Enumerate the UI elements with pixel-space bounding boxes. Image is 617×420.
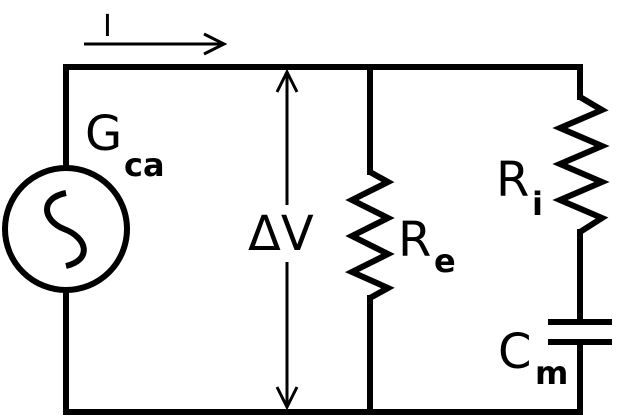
- capacitor-cm-icon: [548, 319, 612, 345]
- resistor-re-icon: [344, 169, 395, 301]
- capacitor-cm-label: C: [498, 324, 532, 380]
- voltage-label: ΔV: [248, 206, 314, 262]
- resistor-ri-subscript: i: [532, 185, 543, 223]
- resistor-ri-icon: [552, 94, 610, 235]
- source-subscript: ca: [124, 146, 165, 184]
- ac-source-icon: [2, 165, 130, 293]
- current-label: I: [103, 9, 112, 44]
- resistor-re-label: R: [398, 212, 431, 268]
- voltage-arrow-icon: [275, 68, 299, 411]
- capacitor-cm-subscript: m: [535, 354, 568, 392]
- current-indicator: I: [84, 9, 228, 56]
- resistor-ri-label: R: [496, 152, 529, 208]
- resistor-re-subscript: e: [434, 242, 456, 280]
- source-label: G: [85, 106, 122, 162]
- current-arrow-icon: [84, 32, 228, 56]
